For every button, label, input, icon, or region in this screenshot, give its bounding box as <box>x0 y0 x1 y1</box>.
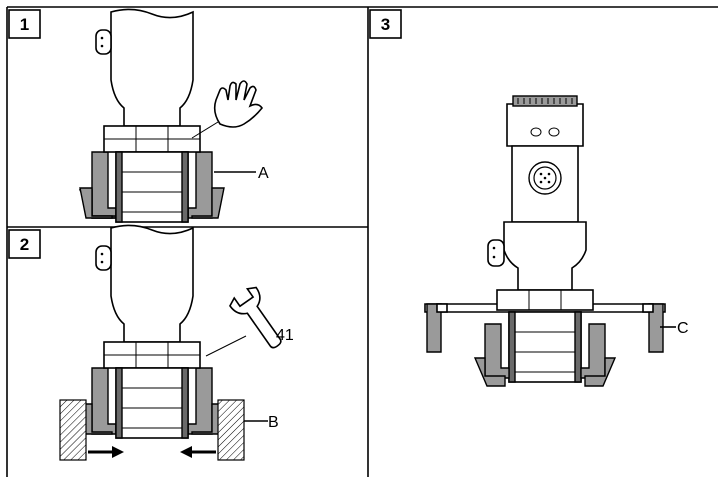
step-1-number: 1 <box>20 15 29 34</box>
step-3-number: 3 <box>381 15 390 34</box>
callout-c-label: C <box>677 320 689 337</box>
step-1-label: 1 <box>8 9 41 39</box>
arrow-left-icon <box>180 446 216 458</box>
step-2-illustration <box>79 224 225 439</box>
step-2-label: 2 <box>8 229 41 259</box>
callout-a-label: A <box>258 165 269 182</box>
step-2-number: 2 <box>20 235 29 254</box>
step-3-illustration <box>487 95 587 291</box>
clamp-jaw-right <box>217 399 245 461</box>
clamp-jaw-left <box>59 399 87 461</box>
callout-b-label: B <box>268 414 279 431</box>
step-1-illustration <box>78 8 225 223</box>
wrench-icon <box>229 286 282 349</box>
wrench-size-label: 41 <box>276 327 294 344</box>
hand-icon <box>191 80 263 139</box>
step-3-fitting <box>424 289 666 387</box>
panel-frames <box>6 6 718 477</box>
arrow-right-icon <box>88 446 124 458</box>
step-3-label: 3 <box>369 9 402 39</box>
wrench-leader <box>205 335 247 357</box>
